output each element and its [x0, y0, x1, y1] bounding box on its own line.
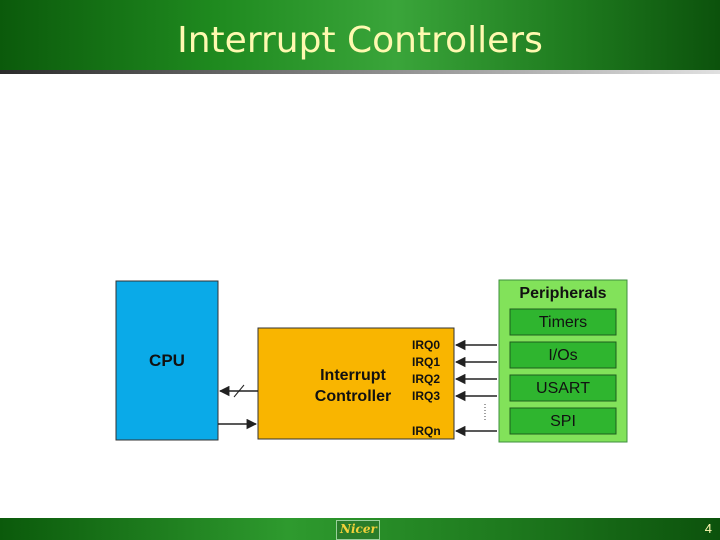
cpu-label: CPU — [149, 351, 185, 370]
peripheral-ios — [509, 341, 617, 369]
peripheral-label: Timers — [539, 314, 587, 331]
peripheral-spi — [509, 407, 617, 435]
irq-label: IRQ2 — [412, 372, 440, 386]
peripheral-usart — [509, 374, 617, 402]
page-number: 4 — [704, 521, 712, 536]
peripheral-label: USART — [536, 380, 590, 397]
peripheral-label: I/Os — [548, 347, 577, 364]
logo-text: Nicer — [340, 522, 377, 536]
controller-label-line1: Interrupt — [320, 367, 386, 384]
peripherals-title: Peripherals — [519, 285, 606, 302]
irq-label: IRQ1 — [412, 355, 440, 369]
irq-label-last: IRQn — [412, 424, 441, 438]
cpu-block — [115, 280, 219, 441]
irq-label: IRQ0 — [412, 338, 440, 352]
peripheral-label: SPI — [550, 413, 576, 430]
peripheral-timers — [509, 308, 617, 336]
nicer-logo: Nicer — [336, 520, 380, 540]
bus-slash — [233, 384, 245, 398]
interrupt-controller-block — [257, 327, 455, 440]
controller-label-line2: Controller — [315, 388, 391, 405]
slide-title: Interrupt Controllers — [177, 20, 543, 61]
irq-label: IRQ3 — [412, 389, 440, 403]
header-divider — [0, 70, 720, 74]
slide-header — [0, 0, 720, 74]
